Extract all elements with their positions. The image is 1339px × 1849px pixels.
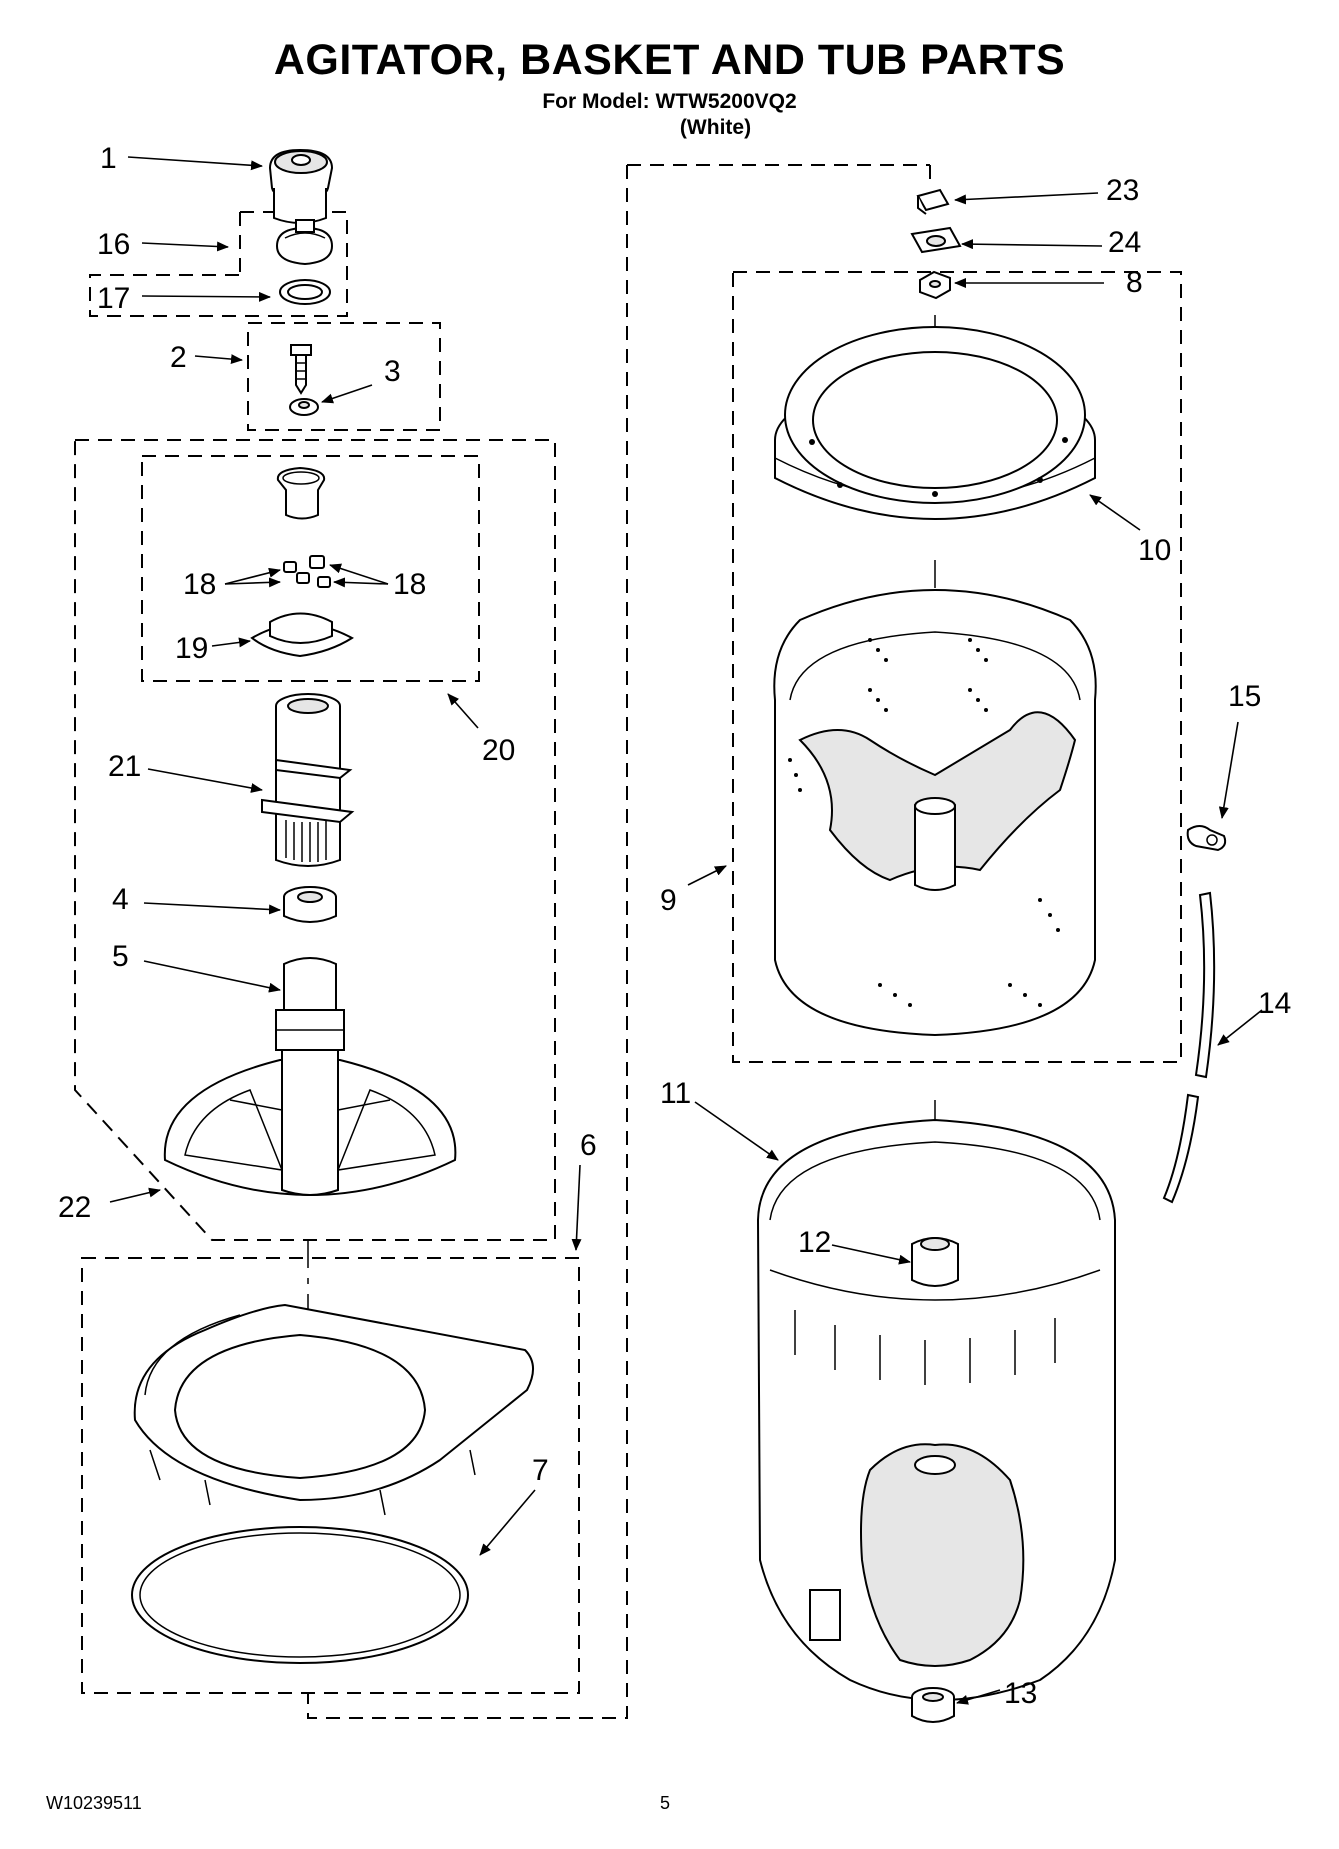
- callout-7: 7: [532, 1454, 549, 1487]
- box-20: [141, 455, 480, 682]
- callout-5: 5: [112, 940, 129, 973]
- agitator-cam-part: [276, 466, 326, 520]
- page-number: 5: [660, 1793, 671, 1813]
- box-6-7: [81, 1257, 580, 1694]
- agitator-cap-part: [268, 148, 334, 224]
- callout-15: 15: [1228, 680, 1261, 713]
- bolt-part: [290, 344, 312, 395]
- o-ring-part: [279, 279, 331, 305]
- callout-22: 22: [58, 1191, 91, 1224]
- outer-tub-part: [756, 1118, 1116, 1701]
- callout-3: 3: [384, 355, 401, 388]
- tub-bearing-part: [911, 1237, 959, 1287]
- group-boxes: [74, 164, 1182, 1719]
- callout-9: 9: [660, 884, 677, 917]
- callout-16: 16: [97, 228, 130, 261]
- box-22-agitator: [74, 439, 556, 1241]
- callout-17: 17: [97, 282, 130, 315]
- tub-seal-part: [131, 1526, 469, 1664]
- box-2-3: [247, 322, 441, 431]
- page-title: AGITATOR, BASKET AND TUB PARTS: [273, 36, 1066, 84]
- callout-6: 6: [580, 1129, 597, 1162]
- tub-ring-part: [133, 1303, 534, 1516]
- hose-part: [1162, 891, 1216, 1204]
- hose-clamp-part: [1186, 825, 1227, 852]
- callout-23: 23: [1106, 174, 1139, 207]
- seal-washer-part: [910, 226, 962, 254]
- callout-19: 19: [175, 632, 208, 665]
- drain-cap-part: [911, 1687, 955, 1723]
- box-9-10: [732, 271, 1182, 1063]
- callout-20: 20: [482, 734, 515, 767]
- agitator-dogs-part: [283, 555, 331, 588]
- callout-8: 8: [1126, 266, 1143, 299]
- agitator-base-part: [163, 957, 457, 1196]
- connector-line: [307, 164, 930, 1719]
- leader-arrows: [109, 156, 1263, 1705]
- callout-12: 12: [798, 1226, 831, 1259]
- callout-labels: 1 16 17 2 3 18 18 19 20 21 4 5 22 6 7 23…: [58, 142, 1291, 1710]
- callout-2: 2: [170, 341, 187, 374]
- hub-nut-part: [919, 270, 951, 300]
- callout-1: 1: [100, 142, 117, 175]
- callout-14: 14: [1258, 987, 1291, 1020]
- callout-10: 10: [1138, 534, 1171, 567]
- balance-ring-part: [774, 326, 1096, 520]
- cap-lid-part: [275, 219, 334, 266]
- dog-ring-part: [250, 612, 354, 658]
- callout-11: 11: [660, 1077, 691, 1110]
- callout-4: 4: [112, 883, 129, 916]
- collar-part: [283, 886, 337, 923]
- callout-18-left: 18: [183, 568, 216, 601]
- washer-part: [289, 398, 319, 416]
- basket-part: [773, 589, 1097, 1037]
- callout-13: 13: [1004, 1677, 1037, 1710]
- callout-21: 21: [108, 750, 141, 783]
- box-16-17: [89, 211, 348, 317]
- callout-18-right: 18: [393, 568, 426, 601]
- callout-24: 24: [1108, 226, 1141, 259]
- auger-barrel-part: [261, 693, 355, 867]
- drive-block-part: [916, 188, 950, 215]
- doc-number: W10239511: [46, 1793, 142, 1813]
- color-line: (White): [679, 116, 752, 139]
- model-line: For Model: WTW5200VQ2: [542, 90, 797, 113]
